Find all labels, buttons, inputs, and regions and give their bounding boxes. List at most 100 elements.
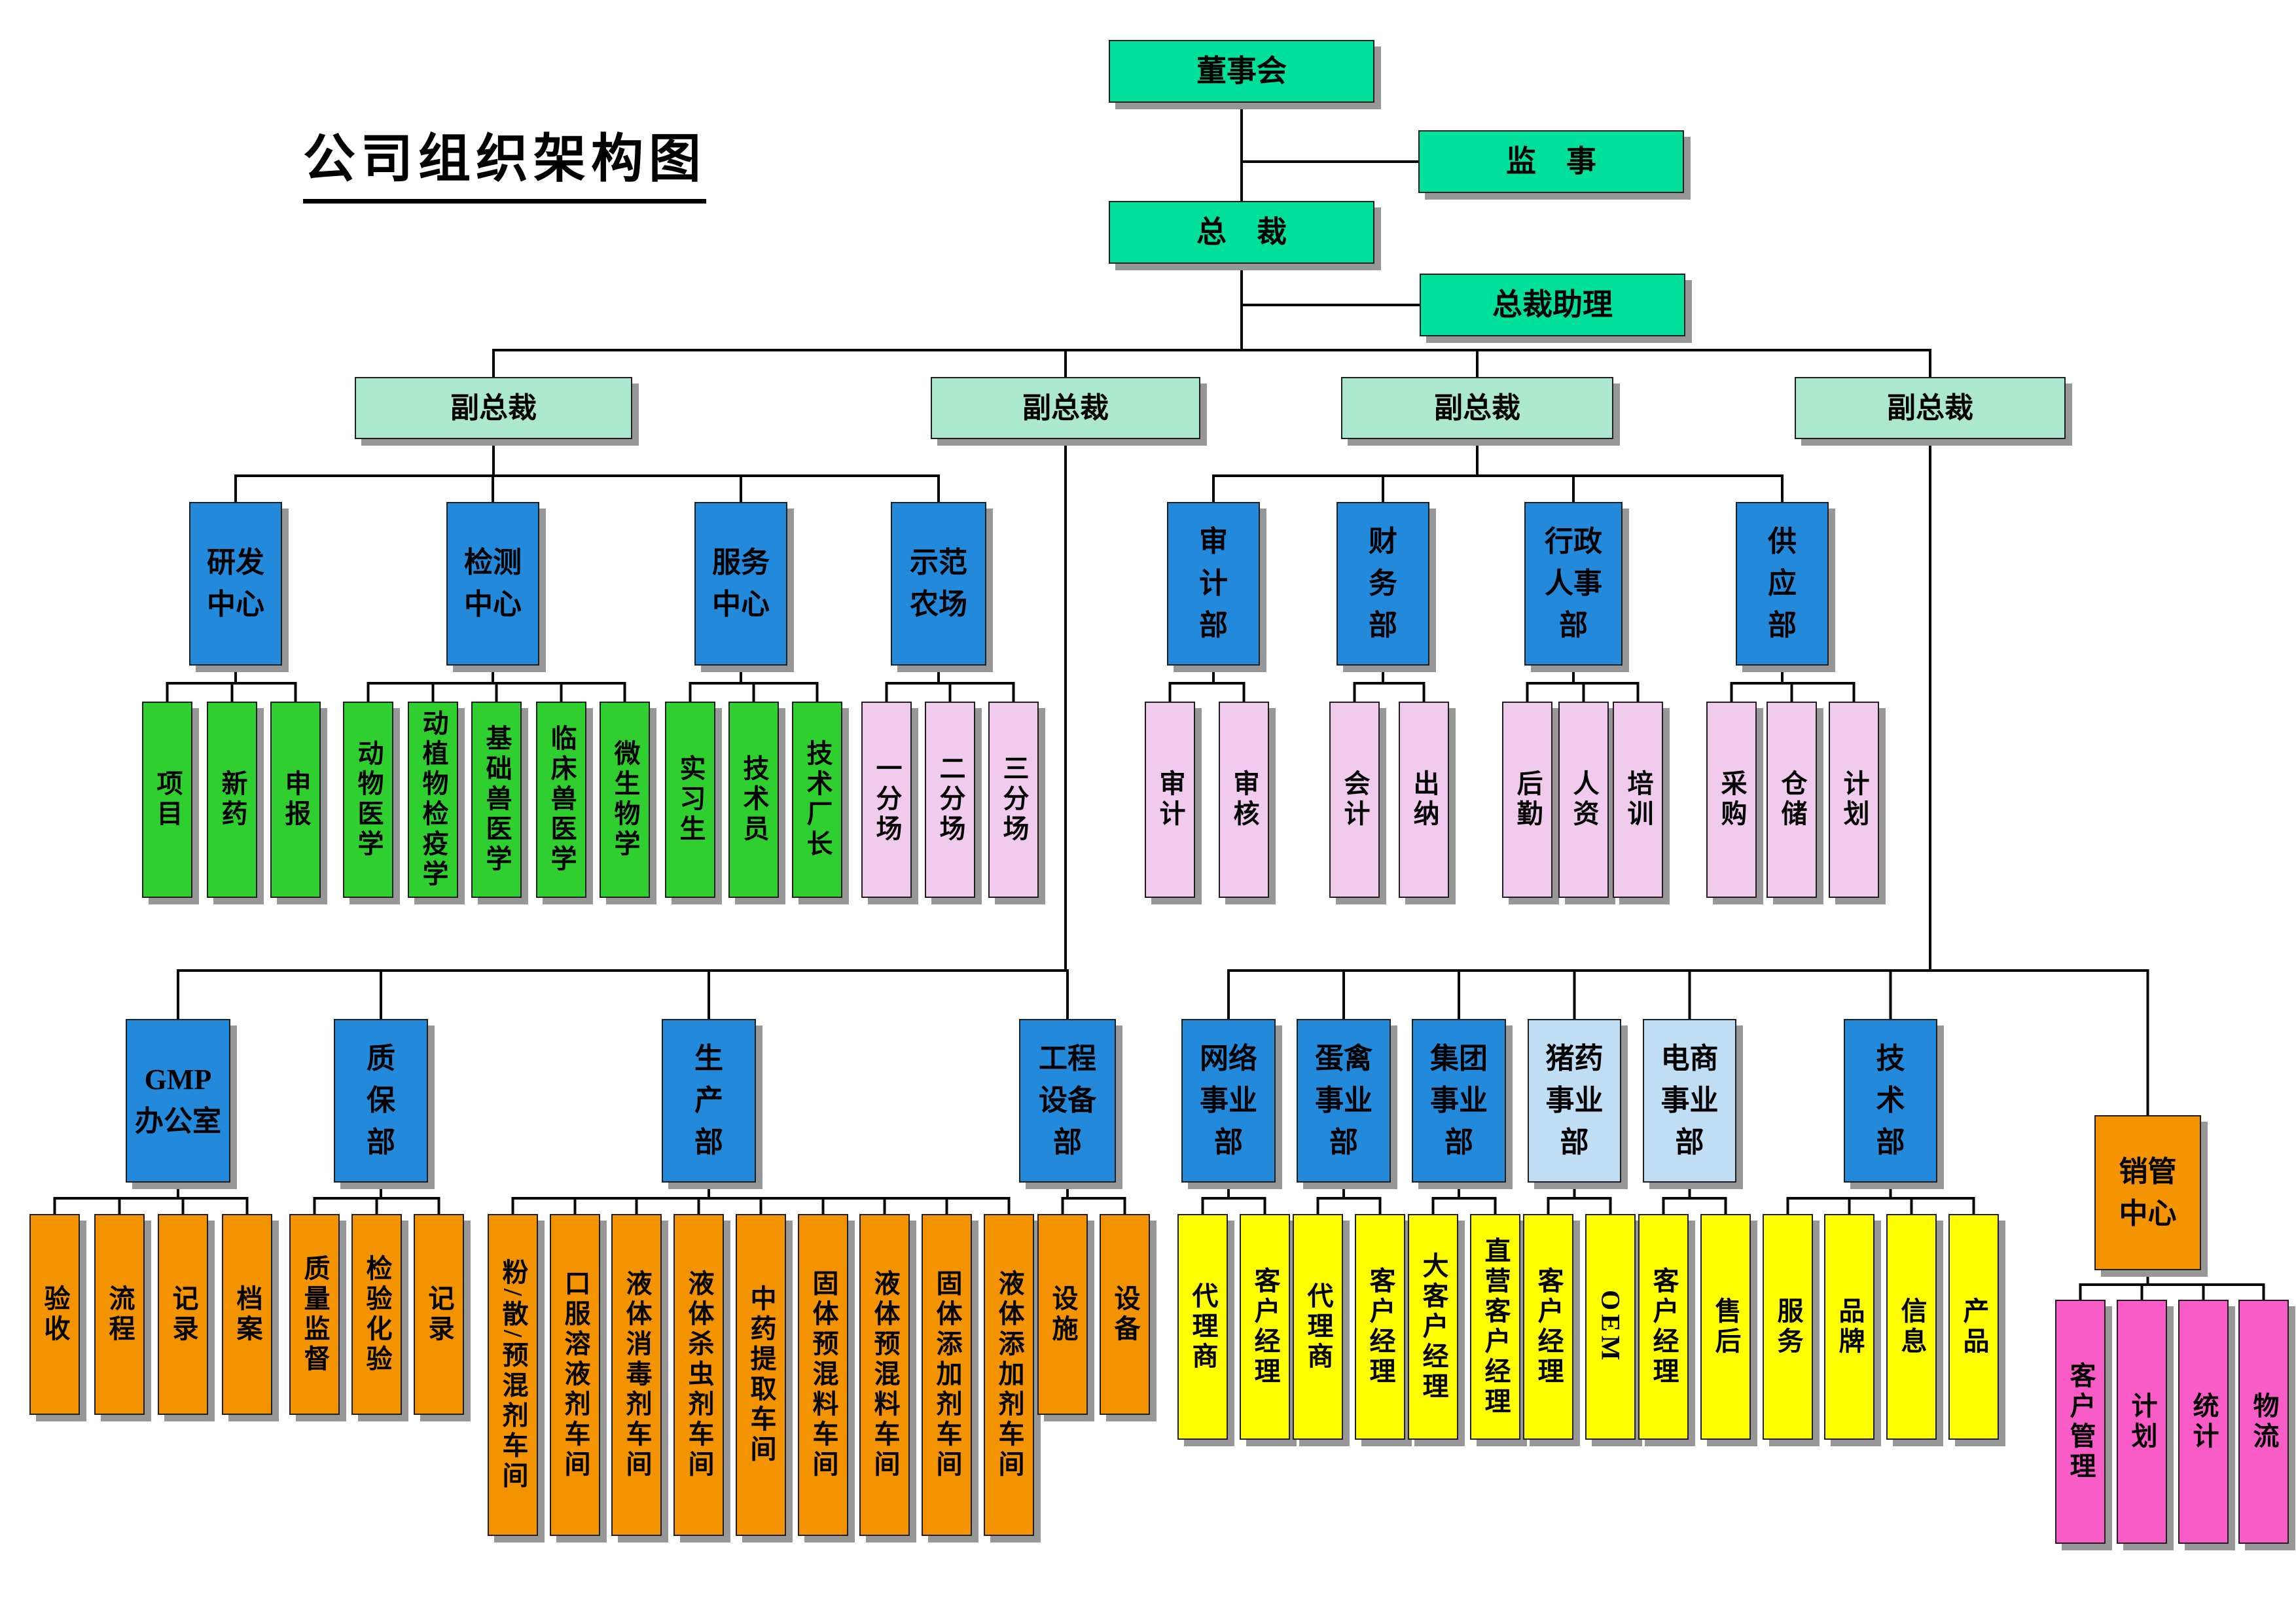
org-node-k_rd2: 新药 <box>207 702 257 898</box>
org-node-label-vp1: 副总裁 <box>450 391 537 424</box>
org-node-label-k_q2: 检验化验 <box>362 1254 392 1375</box>
org-node-label-k_sm1: 客户管理 <box>2066 1361 2096 1482</box>
org-node-pres_assistant: 总裁助理 <box>1420 274 1685 336</box>
org-node-k_t3: 基础兽医学 <box>471 702 522 898</box>
org-node-label-supply: 供 应 部 <box>1768 526 1797 641</box>
org-node-k_pm2: OEM <box>1585 1214 1636 1440</box>
org-node-label-pres_assistant: 总裁助理 <box>1492 287 1613 321</box>
org-node-label-k_fin1: 会计 <box>1340 770 1370 830</box>
org-node-k_s2: 技术员 <box>728 702 779 898</box>
org-node-label-k_a2: 审核 <box>1229 770 1259 830</box>
org-node-pigmed: 猪药 事业 部 <box>1528 1019 1621 1183</box>
org-node-k_ec2: 售后 <box>1700 1214 1751 1440</box>
org-node-label-farm: 示范 农场 <box>910 546 967 620</box>
org-node-label-k_sup2: 仓储 <box>1777 770 1807 830</box>
org-node-k_te4: 产品 <box>1948 1214 1999 1440</box>
org-node-vp4: 副总裁 <box>1795 377 2066 439</box>
org-node-label-finance: 财 务 部 <box>1369 526 1397 641</box>
org-node-k_sm1: 客户管理 <box>2055 1300 2106 1544</box>
org-node-label-k_ah2: 人资 <box>1569 770 1599 830</box>
org-node-k_sup2: 仓储 <box>1767 702 1817 898</box>
org-node-label-k_t3: 基础兽医学 <box>482 724 512 875</box>
org-node-service: 服务 中心 <box>694 502 787 666</box>
org-node-label-vp4: 副总裁 <box>1887 391 1973 424</box>
org-node-label-k_p4: 液体杀虫剂车间 <box>684 1270 714 1480</box>
org-node-label-adminhr: 行政 人事 部 <box>1545 526 1602 641</box>
org-node-label-k_pm1: 客户经理 <box>1534 1266 1564 1387</box>
org-node-vp2: 副总裁 <box>931 377 1200 439</box>
org-node-label-k_ah3: 培训 <box>1623 770 1653 830</box>
org-node-k_a1: 审计 <box>1145 702 1195 898</box>
org-node-vp3: 副总裁 <box>1341 377 1613 439</box>
org-node-label-k_s1: 实习生 <box>675 755 706 845</box>
org-node-label-k_q3: 记录 <box>424 1284 454 1345</box>
org-node-k_t2: 动植物检疫学 <box>408 702 458 898</box>
org-node-label-service: 服务 中心 <box>712 546 770 620</box>
org-node-label-k_n2: 客户经理 <box>1250 1266 1280 1387</box>
org-node-label-k_rd1: 项目 <box>152 770 183 830</box>
org-node-label-group: 集团 事业 部 <box>1430 1043 1488 1158</box>
org-node-testing: 检测 中心 <box>446 502 539 666</box>
org-node-k_te2: 品牌 <box>1824 1214 1874 1440</box>
org-node-label-k_a1: 审计 <box>1155 770 1185 830</box>
org-node-k_p9: 液体添加剂车间 <box>984 1214 1034 1536</box>
org-node-gmp: GMP 办公室 <box>126 1019 230 1183</box>
org-node-eng: 工程 设备 部 <box>1019 1019 1116 1183</box>
org-node-k_e1: 设施 <box>1037 1214 1088 1415</box>
org-node-k_pm1: 客户经理 <box>1523 1214 1573 1440</box>
org-node-label-k_e1: 设施 <box>1048 1284 1078 1345</box>
org-node-k_a2: 审核 <box>1219 702 1269 898</box>
org-node-label-k_g2: 流程 <box>105 1284 135 1345</box>
org-node-label-k_sm4: 物流 <box>2249 1391 2279 1452</box>
org-node-k_f3: 三分场 <box>988 702 1039 898</box>
org-node-label-k_g3: 记录 <box>168 1284 198 1345</box>
org-node-label-vp2: 副总裁 <box>1022 391 1109 424</box>
org-node-label-k_te1: 服务 <box>1773 1296 1803 1357</box>
org-node-label-k_gr2: 直营客户经理 <box>1480 1236 1511 1418</box>
org-node-k_e2: 设备 <box>1100 1214 1150 1415</box>
org-node-k_g2: 流程 <box>94 1214 145 1415</box>
org-node-label-k_f3: 三分场 <box>999 755 1029 845</box>
org-node-label-network: 网络 事业 部 <box>1200 1043 1257 1158</box>
org-node-network: 网络 事业 部 <box>1181 1019 1276 1183</box>
org-node-k_sm2: 计划 <box>2117 1300 2167 1544</box>
org-node-k_s1: 实习生 <box>665 702 715 898</box>
org-node-label-vp3: 副总裁 <box>1434 391 1520 424</box>
org-node-k_rd3: 申报 <box>270 702 321 898</box>
org-node-label-k_eg2: 客户经理 <box>1365 1266 1395 1387</box>
org-node-label-k_sup1: 采购 <box>1717 770 1747 830</box>
org-node-k_p2: 口服溶液剂车间 <box>550 1214 600 1536</box>
org-node-k_t1: 动物医学 <box>343 702 393 898</box>
org-node-k_ah2: 人资 <box>1558 702 1609 898</box>
org-node-k_te3: 信息 <box>1886 1214 1937 1440</box>
org-node-audit: 审 计 部 <box>1167 502 1260 666</box>
org-node-finance: 财 务 部 <box>1336 502 1429 666</box>
org-node-label-k_t2: 动植物检疫学 <box>418 709 448 890</box>
org-node-label-k_eg1: 代理商 <box>1303 1281 1333 1372</box>
org-node-label-president: 总 裁 <box>1196 215 1287 249</box>
org-node-label-supervisor: 监 事 <box>1506 144 1596 178</box>
org-node-label-gmp: GMP 办公室 <box>135 1063 221 1137</box>
org-node-k_fin2: 出纳 <box>1399 702 1449 898</box>
org-node-k_s3: 技术厂长 <box>792 702 842 898</box>
org-node-label-k_rd2: 新药 <box>217 770 247 830</box>
org-node-k_g3: 记录 <box>158 1214 208 1415</box>
org-node-k_t5: 微生物学 <box>600 702 650 898</box>
org-node-k_q1: 质量监督 <box>289 1214 340 1415</box>
org-node-k_p8: 固体添加剂车间 <box>922 1214 972 1536</box>
org-node-adminhr: 行政 人事 部 <box>1524 502 1623 666</box>
org-node-tech: 技 术 部 <box>1844 1019 1937 1183</box>
org-node-supply: 供 应 部 <box>1736 502 1829 666</box>
org-node-qa: 质 保 部 <box>334 1019 428 1183</box>
org-node-label-k_ah1: 后勤 <box>1513 770 1543 830</box>
org-node-label-k_gr1: 大客户经理 <box>1418 1251 1448 1402</box>
org-node-label-k_te3: 信息 <box>1897 1296 1927 1357</box>
org-node-label-k_rd3: 申报 <box>281 770 311 830</box>
org-node-k_g1: 验收 <box>29 1214 80 1415</box>
org-node-label-k_p5: 中药提取车间 <box>746 1285 776 1465</box>
org-node-k_p5: 中药提取车间 <box>736 1214 786 1536</box>
org-node-label-eng: 工程 设备 部 <box>1039 1043 1096 1158</box>
org-node-label-pigmed: 猪药 事业 部 <box>1545 1043 1604 1158</box>
org-node-label-tech: 技 术 部 <box>1876 1043 1905 1158</box>
